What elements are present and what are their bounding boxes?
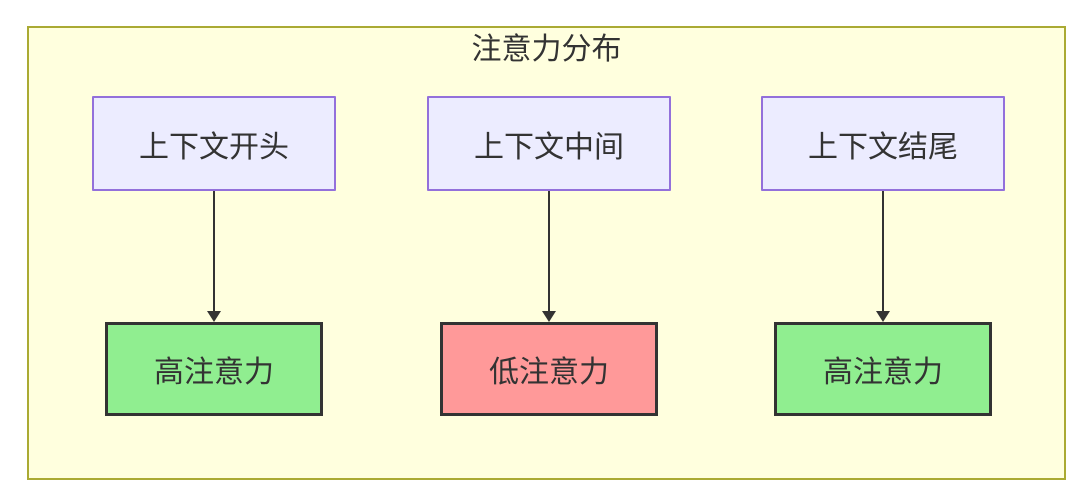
edge-end-to-high bbox=[876, 191, 890, 322]
edge-line bbox=[882, 191, 884, 312]
node-context-beginning-label: 上下文开头 bbox=[139, 130, 289, 164]
node-context-end: 上下文结尾 bbox=[761, 96, 1005, 191]
node-high-attention-right-label: 高注意力 bbox=[823, 356, 943, 389]
edge-beginning-to-high bbox=[207, 191, 221, 322]
node-low-attention-middle: 低注意力 bbox=[440, 322, 658, 416]
diagram-title: 注意力分布 bbox=[471, 33, 622, 66]
node-high-attention-right: 高注意力 bbox=[774, 322, 992, 416]
node-high-attention-left-label: 高注意力 bbox=[154, 356, 274, 389]
node-context-beginning: 上下文开头 bbox=[92, 96, 336, 191]
node-high-attention-left: 高注意力 bbox=[105, 322, 323, 416]
edge-line bbox=[548, 191, 550, 312]
node-context-middle: 上下文中间 bbox=[427, 96, 671, 191]
arrowhead-down-icon bbox=[876, 311, 890, 322]
arrowhead-down-icon bbox=[207, 311, 221, 322]
node-context-middle-label: 上下文中间 bbox=[474, 130, 624, 164]
attention-distribution-container: 注意力分布 上下文开头 上下文中间 上下文结尾 高注意力 低注意力 bbox=[27, 26, 1066, 480]
node-low-attention-middle-label: 低注意力 bbox=[489, 356, 609, 389]
arrowhead-down-icon bbox=[542, 311, 556, 322]
edge-line bbox=[213, 191, 215, 312]
node-context-end-label: 上下文结尾 bbox=[808, 130, 958, 164]
edge-middle-to-low bbox=[542, 191, 556, 322]
